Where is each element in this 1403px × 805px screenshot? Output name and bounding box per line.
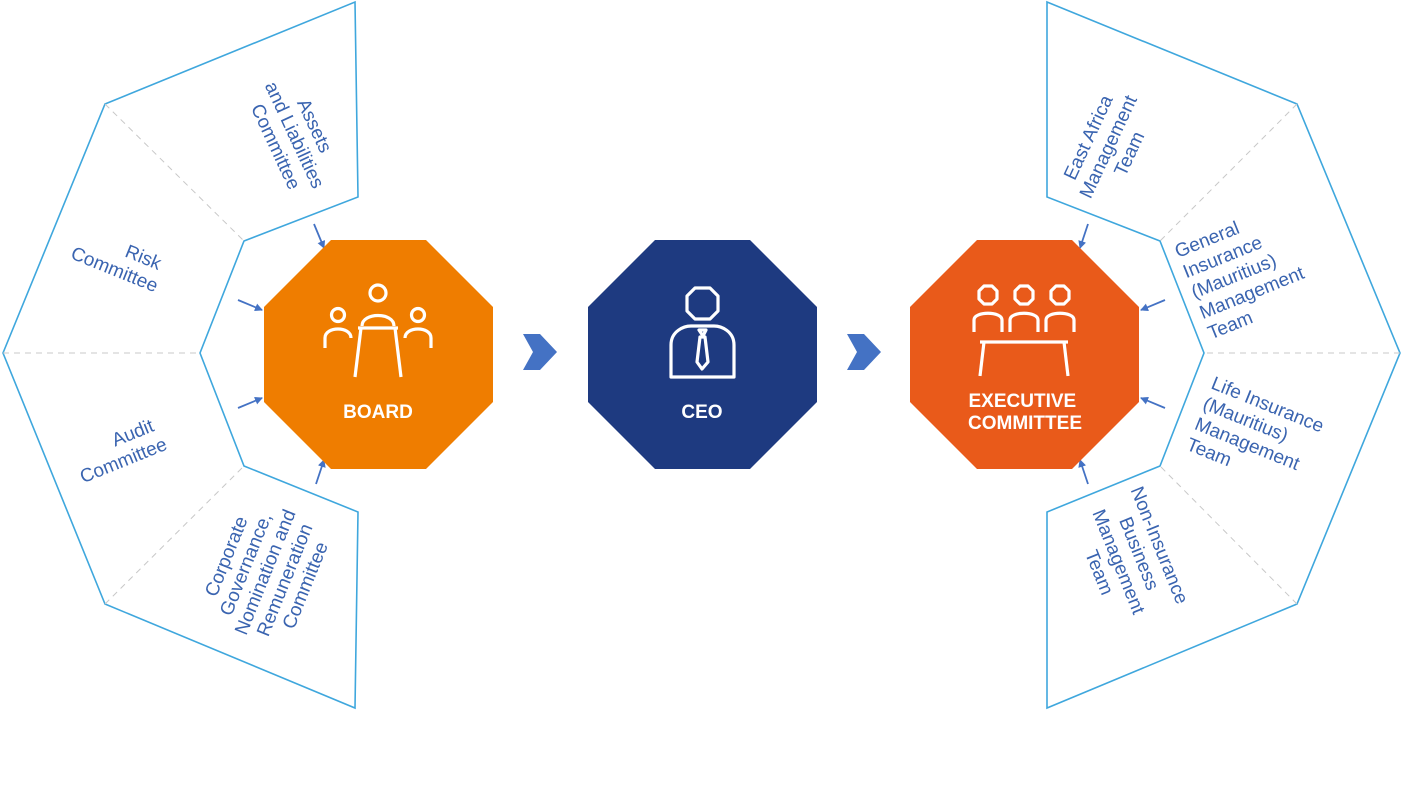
ceo-to-executive-chevron — [847, 334, 881, 370]
non-insurance-team-label: Non-Insurance Business Management Team — [1065, 484, 1194, 637]
executive-person-icon — [669, 286, 736, 379]
board-hub: BOARD — [264, 240, 493, 469]
board-label: BOARD — [343, 402, 413, 423]
boardroom-meeting-icon — [323, 283, 433, 378]
general-insurance-team-arrow — [1140, 299, 1166, 311]
committee-divider — [104, 103, 245, 242]
ceo-octagon — [588, 240, 817, 469]
life-insurance-team-label: Life Insurance (Mauritius) Management Te… — [1183, 373, 1331, 500]
governance-committee-arrow — [315, 459, 326, 485]
audit-committee-arrow — [237, 397, 263, 409]
board-committees-outline — [2, 0, 359, 710]
executive-committee-octagon — [910, 240, 1139, 469]
non-insurance-team-arrow — [1078, 459, 1089, 485]
risk-committee-arrow — [237, 299, 263, 311]
risk-committee-label: Risk Committee — [68, 223, 169, 297]
ceo-hub: CEO — [588, 240, 817, 469]
board-octagon — [264, 240, 493, 469]
east-africa-team-arrow — [1078, 223, 1089, 249]
governance-committee-label: Corporate Governance, Nomination and Rem… — [192, 486, 341, 654]
assets-liabilities-committee-label: Assets and Liabilities Committee — [240, 69, 350, 206]
ceo-label: CEO — [681, 402, 722, 423]
east-africa-team-label: East Africa Management Team — [1056, 78, 1164, 211]
general-insurance-team-label: General Insurance (Mauritius) Management… — [1172, 200, 1321, 345]
management-teams-outline — [1046, 0, 1401, 710]
executive-committee-hub: EXECUTIVE COMMITTEE — [910, 240, 1139, 469]
executive-committee-label: EXECUTIVE COMMITTEE — [968, 391, 1082, 434]
life-insurance-team-arrow — [1140, 397, 1166, 409]
team-meeting-icon — [972, 284, 1076, 377]
audit-committee-label: Audit Committee — [69, 414, 170, 488]
board-to-ceo-chevron — [523, 334, 557, 370]
assets-committee-arrow — [313, 223, 325, 249]
